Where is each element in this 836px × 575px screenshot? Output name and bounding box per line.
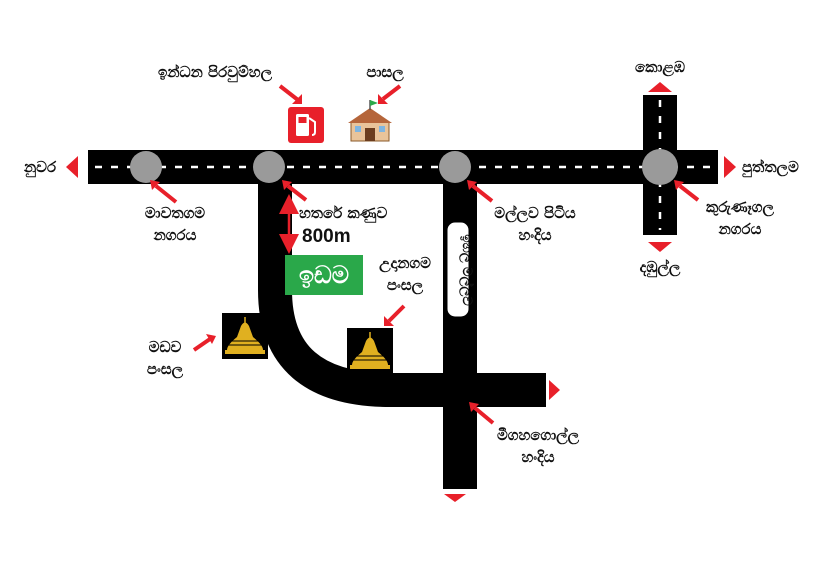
red-arrow-icon: [206, 334, 216, 344]
school-label: පාසල: [366, 63, 404, 82]
junction-circle-icon: [439, 151, 471, 183]
fuel-station-label: ඉන්ධන පිරවුම්හල: [158, 63, 273, 83]
road-name-label: ඉහල මල්ලව: [458, 234, 476, 306]
roads: [88, 95, 718, 489]
direction-bottom-triangle: [648, 242, 672, 252]
red-arrow-icon: [387, 304, 406, 323]
direction-south-triangle: [444, 494, 466, 502]
madawa-label-line1: මඩව: [149, 338, 182, 356]
red-arrow-icon: [286, 184, 308, 202]
fuel-pump-icon: [288, 107, 324, 143]
mallawapitiya-label-line1: මල්ලව පිටිය: [494, 204, 576, 223]
stupa-icon: [222, 313, 268, 359]
red-arrow-icon: [469, 402, 479, 412]
kurunegala-label-line2: නගරය: [718, 220, 762, 238]
meegahagolla-label-line1: මීගහගොල්ල: [497, 426, 580, 445]
school-building-icon: [348, 100, 392, 142]
stupa-icon: [347, 328, 393, 374]
direction-branch-triangle: [549, 380, 560, 400]
destination-right-label: පුත්තලම: [742, 158, 799, 178]
kurunegala-label-line1: කුරුණෑගල: [706, 198, 774, 217]
red-arrow-icon: [154, 184, 178, 204]
destination-left-label: නුවර: [23, 158, 57, 178]
junction-circle-icon: [253, 151, 285, 183]
red-arrow-icon: [192, 337, 212, 352]
land-sign-plate: [285, 255, 363, 295]
direction-right-triangle: [724, 156, 736, 178]
red-arrow-icon: [467, 180, 477, 190]
udanagama-label-line2: පංසල: [387, 276, 424, 295]
road-name-sign: ඉහල මල්ලව: [446, 221, 476, 318]
red-arrow-icon: [381, 84, 402, 101]
mallawapitiya-label-line2: හංදිය: [518, 226, 551, 245]
direction-left-triangle: [66, 156, 78, 178]
direction-top-triangle: [648, 82, 672, 92]
red-arrow-icon: [678, 184, 700, 202]
madawa-label-line2: පංසල: [147, 360, 184, 379]
udanagama-label-line1: උදානගම: [379, 254, 431, 273]
junction-circle-icon: [642, 149, 678, 185]
destination-top-label: කොළඹ: [635, 58, 685, 77]
distance-label: 800m: [302, 226, 351, 247]
red-arrow-icon: [473, 406, 495, 425]
destination-bottom-label: දඹුල්ල: [640, 258, 681, 278]
land-sign-text: ඉඩම: [299, 261, 349, 289]
red-arrow-icon: [278, 84, 300, 102]
udanagama-road-vertical: [443, 167, 477, 489]
red-arrow-icon: [674, 180, 684, 190]
meegahagolla-label-line2: හංදිය: [521, 448, 554, 467]
mawathagama-label-line1: මාවතගම: [145, 204, 205, 222]
junctions: [130, 149, 678, 185]
red-arrow-icon: [471, 184, 494, 203]
junction-circle-icon: [130, 151, 162, 183]
mawathagama-label-line2: නගරය: [153, 226, 197, 244]
hathare-kanuwa-label: හතරේ කණුව: [299, 204, 388, 224]
red-arrow-icon: [150, 180, 160, 190]
red-arrow-icon: [282, 180, 292, 190]
meegahagolla-branch: [460, 373, 546, 407]
curved-road: [258, 167, 460, 407]
direction-markers: [66, 82, 736, 502]
